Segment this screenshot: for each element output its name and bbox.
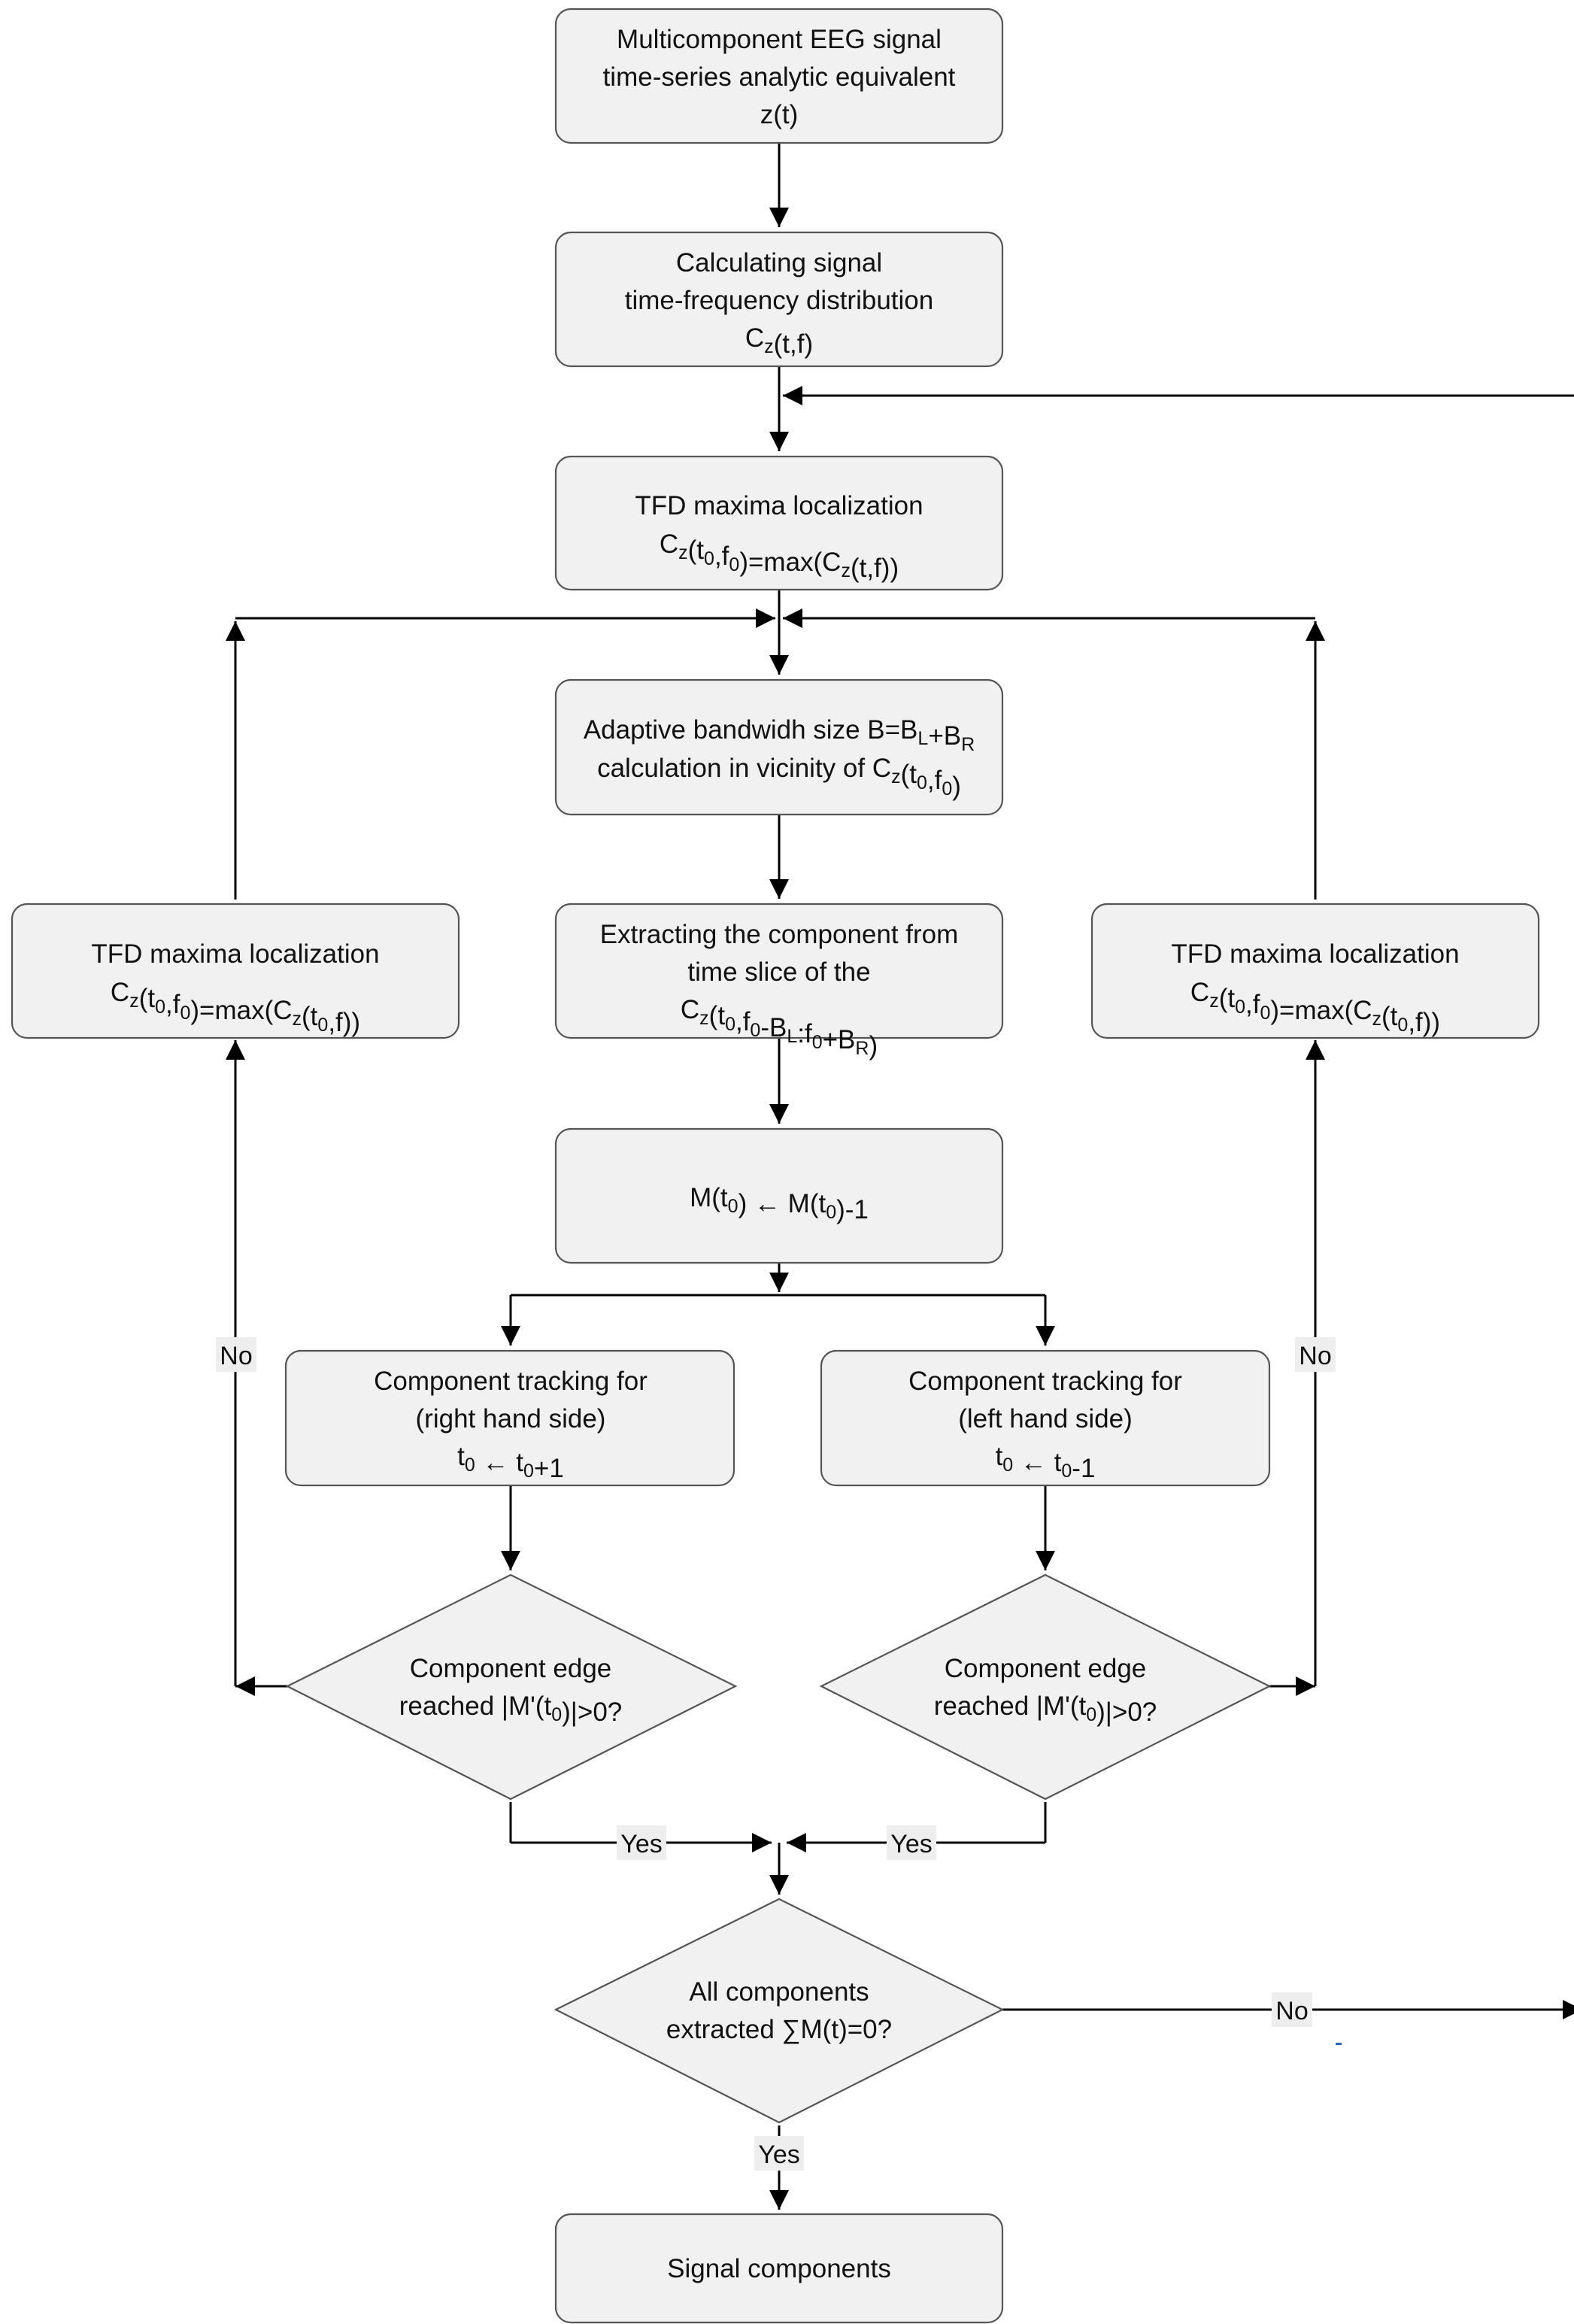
tfd-calc-line1: Calculating signal [676, 248, 882, 278]
label-yes-right: Yes [887, 1825, 936, 1860]
node-tfd-max-right: TFD maxima localization Cz(t0,f0)=max(Cz… [1090, 903, 1540, 1039]
all-done-line1: All components [689, 1977, 869, 2007]
extract-line1: Extracting the component from [600, 920, 959, 949]
output-line1: Signal components [667, 2254, 891, 2283]
tfd-max-left-line1: TFD maxima localization [91, 939, 379, 969]
node-track-right: Component tracking for (right hand side)… [284, 1349, 735, 1487]
extract-line2: time slice of the [687, 957, 870, 987]
label-no-bottom: No [1272, 1992, 1312, 2027]
tfd-calc-line2: time-frequency distribution [625, 286, 933, 315]
label-yes-bottom: Yes [754, 2136, 804, 2171]
node-bandwidth: Adaptive bandwidh size B=BL+BR calculati… [554, 678, 1004, 816]
yes-right-text: Yes [890, 1830, 932, 1858]
stray-mark [1336, 2043, 1342, 2045]
node-output: Signal components [554, 2213, 1004, 2324]
yes-bottom-text: Yes [758, 2140, 799, 2169]
input-line3: z(t) [760, 100, 799, 129]
node-track-left: Component tracking for (left hand side) … [820, 1349, 1271, 1487]
label-no-left: No [216, 1337, 256, 1372]
edge-left-line1: Component edge [945, 1654, 1147, 1683]
yes-left-text: Yes [620, 1830, 662, 1858]
decision-edge-left: Component edge reached |M'(t0)|>0? [819, 1573, 1272, 1801]
node-input: Multicomponent EEG signal time-series an… [554, 8, 1004, 144]
node-update-m: M(t0) ← M(t0)-1 [554, 1127, 1004, 1264]
all-done-line2: extracted ∑M(t)=0? [666, 2015, 892, 2044]
no-left-text: No [220, 1342, 252, 1370]
input-line2: time-series analytic equivalent [603, 62, 956, 92]
track-right-line1: Component tracking for [374, 1367, 647, 1396]
decision-all-done: All components extracted ∑M(t)=0? [553, 1898, 1005, 2124]
edge-right-line1: Component edge [410, 1654, 612, 1683]
label-no-right: No [1295, 1337, 1336, 1372]
no-bottom-text: No [1275, 1997, 1308, 2025]
no-right-text: No [1299, 1342, 1331, 1370]
track-left-line2: (left hand side) [958, 1404, 1133, 1434]
track-left-line1: Component tracking for [908, 1367, 1182, 1396]
tfd-max-right-line1: TFD maxima localization [1171, 939, 1459, 969]
node-tfd-max-top: TFD maxima localization Cz(t0,f0)=max(Cz… [554, 455, 1004, 591]
node-tfd-max-left: TFD maxima localization Cz(t0,f0)=max(Cz… [11, 903, 460, 1039]
input-line1: Multicomponent EEG signal [617, 25, 942, 54]
track-right-line2: (right hand side) [416, 1404, 606, 1434]
decision-edge-right: Component edge reached |M'(t0)|>0? [285, 1573, 738, 1801]
tfd-max-top-line1: TFD maxima localization [635, 491, 923, 520]
node-tfd-calc: Calculating signal time-frequency distri… [554, 231, 1004, 368]
label-yes-left: Yes [617, 1825, 666, 1860]
node-extract: Extracting the component from time slice… [554, 903, 1004, 1060]
